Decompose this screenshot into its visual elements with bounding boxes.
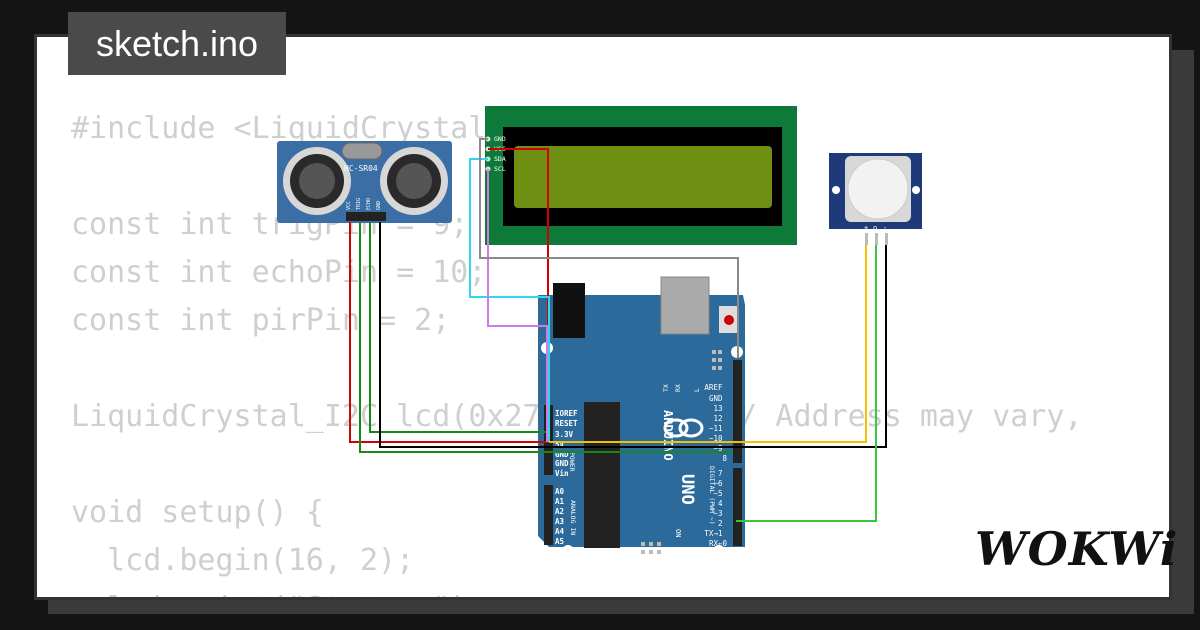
wires [349,138,887,522]
code-line: lcd.print("Status:"); [71,585,1082,597]
wire-lcd-scl [487,169,548,442]
led-label: TX [662,384,670,392]
analog-label: ANALOG IN [569,500,577,535]
wokwi-logo: WOKWi [975,522,1179,576]
lcd-pin-label: GND [494,135,506,143]
power-label: POWER [568,452,576,472]
code-line: const int echoPin = 10; [71,255,487,290]
led-label: L [693,388,701,392]
sensor-pin-label: GND [376,201,382,210]
wire-lcd-sda [469,158,550,442]
lcd-pin-label: SCL [494,165,506,173]
usb-port [660,276,710,335]
lcd-display[interactable]: GND VCC SDA SCL [485,106,797,245]
led-label: RX [674,384,682,392]
code-line: lcd.begin(16, 2); [71,543,415,578]
sensor-pin-label: TRIG [356,198,362,210]
pir-sensor[interactable]: + o - [829,153,922,245]
wire-lcd-gnd [479,138,739,358]
pir-pin-label: o [873,224,877,232]
pir-pin-label: - [883,224,887,232]
digital-pin-labels-top: AREF GND 13 12 ~11 ~10 ~9 8 [704,383,727,463]
power-jack [553,283,585,338]
sensor-pin-label: VCC [346,201,352,210]
wire-pir-signal [736,245,877,522]
infinity-logo-icon [663,418,689,438]
wire-trig [359,222,732,453]
wire-echo [369,222,549,433]
file-tab[interactable]: sketch.ino [68,12,286,75]
code-line: const int pirPin = 2; [71,303,451,338]
digital-label: DIGITAL (PWM ~) [708,466,716,525]
code-line: LiquidCrystal_I2C lcd(0x27, 16, 2); // A… [71,399,1083,434]
arduino-uno-board[interactable]: IOREF RESET 3.3V 5V GND GND Vin A0 A1 A2… [538,276,745,557]
sensor-label: HC-SR04 [344,164,378,173]
sensor-pin-label: ECHO [366,198,372,210]
model-label: UNO [677,474,697,505]
code-line: void setup() { [71,495,324,530]
atmega-chip [584,402,620,548]
pir-pin-label: + [864,224,868,232]
on-label: ON [674,529,682,537]
ultrasonic-sensor[interactable]: HC-SR04 VCC TRIG ECHO GND [277,141,452,223]
power-pin-labels: IOREF RESET 3.3V 5V GND GND Vin [555,409,582,478]
analog-pin-labels: A0 A1 A2 A3 A4 A5 [555,487,569,546]
lcd-pin-label: SDA [494,155,506,163]
digital-pin-labels-bottom: 7 ~6 ~5 4 ~3 2 TX→1 RX←0 [704,469,727,548]
wire-pir-vcc [549,245,867,443]
wire-gnd-sensor [379,222,887,448]
wire-vcc-sensor [349,222,549,443]
